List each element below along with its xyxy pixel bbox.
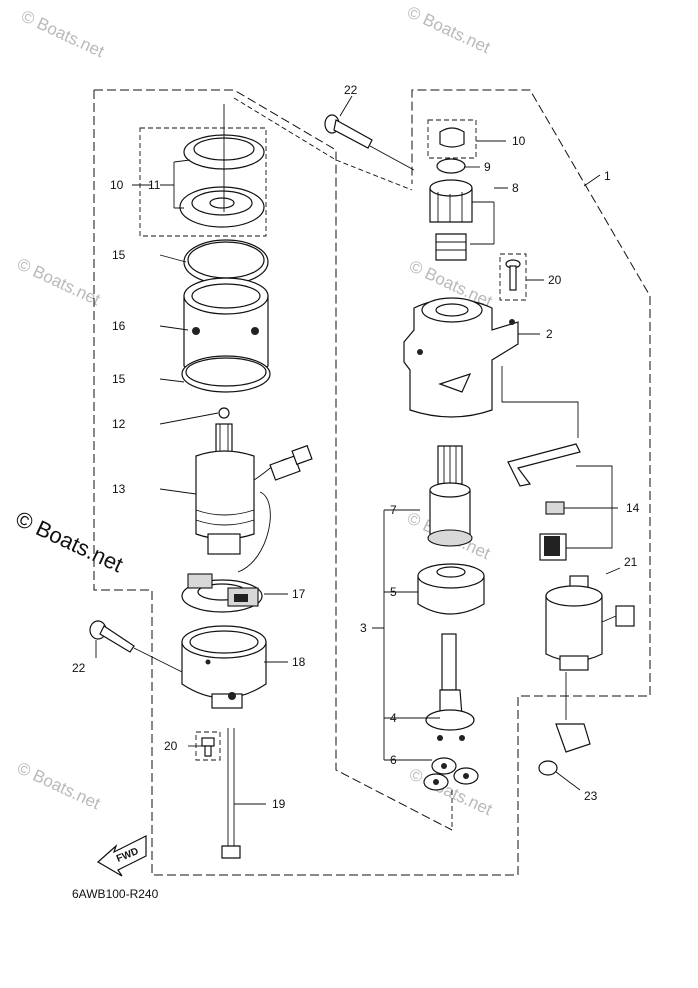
callout-10-left: 10 bbox=[110, 178, 124, 192]
part-ball-12 bbox=[218, 407, 230, 419]
callout-16: 16 bbox=[112, 319, 126, 333]
watermark-top-left: © Boats.net bbox=[18, 6, 107, 61]
callout-2: 2 bbox=[546, 327, 553, 341]
callout-12: 12 bbox=[112, 417, 126, 431]
part-clip-9 bbox=[436, 158, 466, 174]
watermark-top-right: © Boats.net bbox=[404, 2, 493, 57]
part-bolt-22-right bbox=[324, 114, 415, 171]
callouts: 1 2 3 4 5 6 7 8 9 10 10 11 12 13 14 15 1… bbox=[72, 83, 640, 811]
part-front-housing-2 bbox=[403, 297, 519, 418]
callout-13: 13 bbox=[112, 482, 126, 496]
callout-19: 19 bbox=[272, 797, 286, 811]
part-housing-16 bbox=[181, 239, 271, 393]
part-brush-14 bbox=[507, 443, 581, 561]
callout-23: 23 bbox=[584, 789, 598, 803]
callout-11: 11 bbox=[148, 178, 161, 192]
callout-9: 9 bbox=[484, 160, 491, 174]
part-screw-20-left bbox=[201, 737, 215, 757]
callout-20-right: 20 bbox=[548, 273, 562, 287]
part-end-cover-18 bbox=[181, 625, 267, 709]
diagram-code: 6AWB100-R240 bbox=[72, 887, 159, 901]
callout-22-left: 22 bbox=[72, 661, 86, 675]
assembly-boundaries bbox=[93, 89, 651, 876]
watermark-mid-left: © Boats.net bbox=[14, 254, 103, 309]
boundary-cap bbox=[427, 119, 477, 159]
boundary-cover-set bbox=[139, 127, 267, 237]
callout-17: 17 bbox=[292, 587, 306, 601]
leader-lines bbox=[95, 95, 621, 805]
callout-5: 5 bbox=[390, 585, 397, 599]
callout-18: 18 bbox=[292, 655, 306, 669]
boundary-left-assembly bbox=[93, 89, 651, 876]
callout-7: 7 bbox=[390, 503, 397, 517]
callout-22-top: 22 bbox=[344, 83, 358, 97]
callout-15-bottom: 15 bbox=[112, 372, 126, 386]
part-armature-13 bbox=[195, 423, 313, 573]
callout-6: 6 bbox=[390, 753, 397, 767]
part-screw-20-right bbox=[505, 259, 521, 291]
callout-3: 3 bbox=[360, 621, 367, 635]
part-cover-11 bbox=[179, 104, 265, 228]
callout-10-right: 10 bbox=[512, 134, 526, 148]
part-gear-7 bbox=[427, 445, 473, 547]
boundary-inner-guide bbox=[233, 97, 413, 191]
callout-14: 14 bbox=[626, 501, 640, 515]
callout-1: 1 bbox=[604, 169, 611, 183]
callout-21: 21 bbox=[624, 555, 638, 569]
part-solenoid-21 bbox=[545, 575, 635, 671]
part-through-bolt-19 bbox=[221, 728, 241, 859]
part-cap-10 bbox=[439, 127, 465, 148]
part-nut-23 bbox=[538, 672, 591, 776]
part-clutch-5 bbox=[417, 563, 485, 615]
callout-20-left: 20 bbox=[164, 739, 178, 753]
part-brush-holder-17 bbox=[181, 573, 263, 613]
part-pinion-8 bbox=[429, 179, 473, 261]
fwd-arrow: FWD bbox=[96, 835, 147, 877]
part-bolt-22-left bbox=[89, 620, 183, 673]
part-shaft-4 bbox=[425, 633, 475, 741]
watermark-bottom-left: © Boats.net bbox=[14, 758, 103, 813]
callout-4: 4 bbox=[390, 711, 397, 725]
callout-8: 8 bbox=[512, 181, 519, 195]
callout-15-top: 15 bbox=[112, 248, 126, 262]
part-planet-gears-6 bbox=[423, 757, 479, 791]
boundary-screw-20-right bbox=[499, 253, 527, 301]
watermark-large: © Boats.net bbox=[12, 506, 127, 577]
